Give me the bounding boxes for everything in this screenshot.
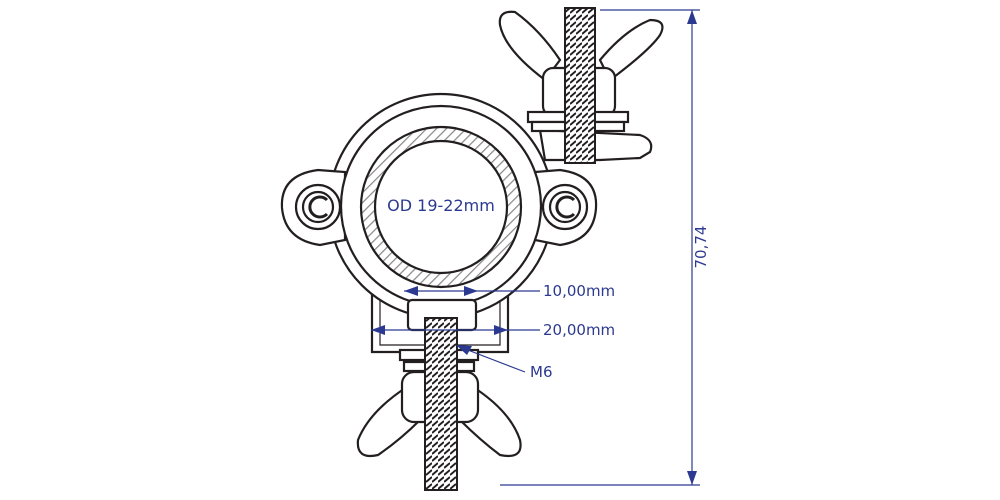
dimension-10mm-label: 10,00mm [543, 282, 615, 300]
dimension-20mm: 20,00mm [371, 321, 615, 339]
dimension-overall-height: 70,74 [500, 9, 710, 486]
thread-label: M6 [530, 363, 553, 381]
thread-callout: M6 [456, 345, 553, 381]
left-pivot-pin [294, 183, 342, 231]
dimension-10mm: 10,00mm [404, 282, 615, 300]
dimension-20mm-label: 20,00mm [543, 321, 615, 339]
top-wing-bolt [498, 7, 664, 164]
height-label: 70,74 [692, 226, 710, 269]
tube-cross-section: OD 19-22mm [359, 125, 523, 289]
tube-od-label: OD 19-22mm [387, 196, 495, 215]
right-pivot-pin [541, 183, 589, 231]
bottom-wing-bolt [356, 298, 522, 491]
